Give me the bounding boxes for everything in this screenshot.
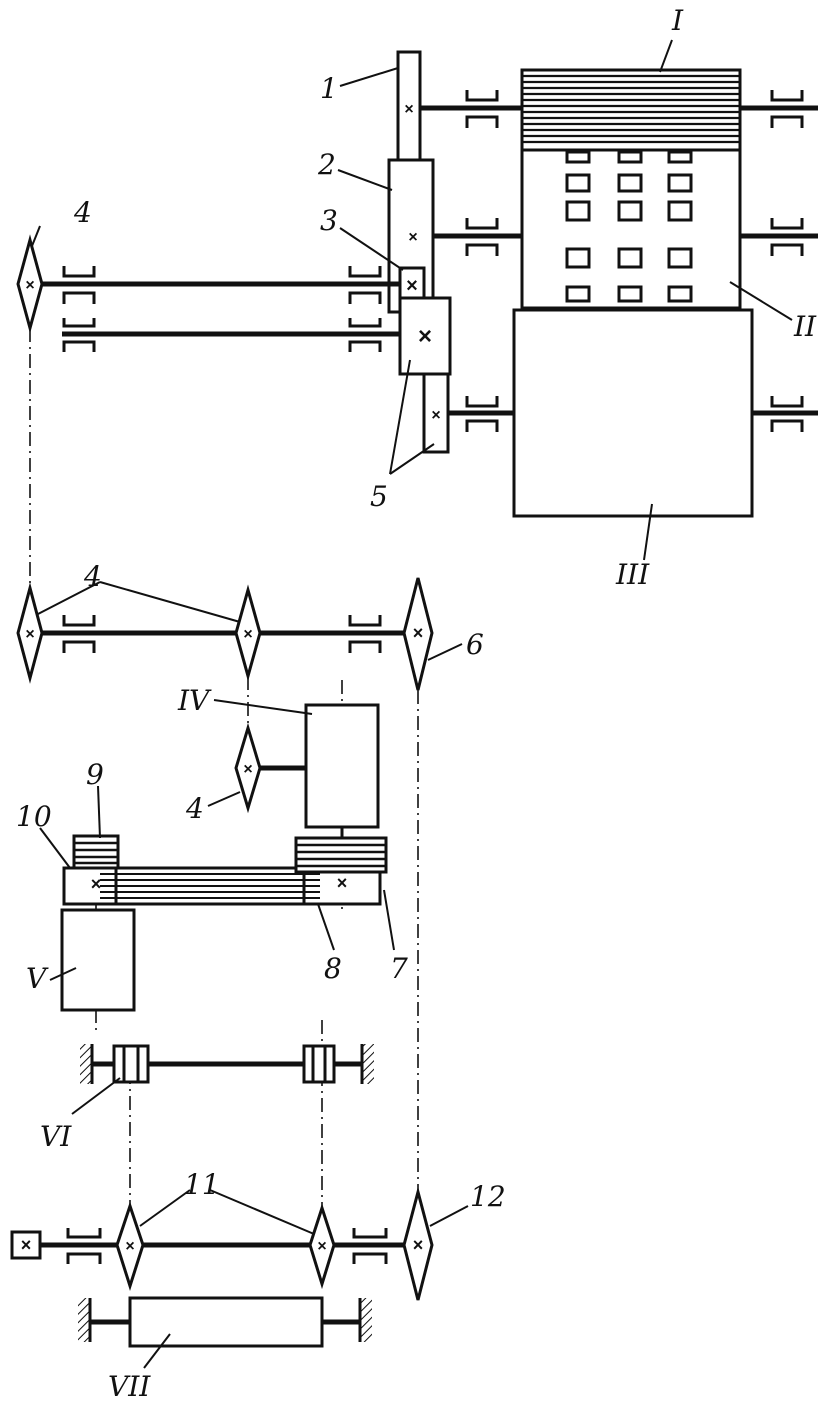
- roll-shafts: [418, 105, 818, 416]
- roll-I: [520, 68, 742, 152]
- svg-text:×: ×: [418, 323, 432, 350]
- svg-text:×: ×: [25, 277, 34, 294]
- gear-3: ×: [398, 266, 426, 302]
- svg-text:×: ×: [406, 275, 418, 297]
- sprocket-4-middle-right: ×: [234, 584, 262, 682]
- sprocket-4-lower: ×: [234, 722, 262, 814]
- svg-text:×: ×: [413, 623, 424, 643]
- upper-left-shafts: [40, 281, 400, 337]
- bearing-symbols-middle: [62, 615, 382, 653]
- sprocket-4-top: ×: [16, 234, 44, 334]
- pulley-7: [294, 836, 388, 874]
- gear-5-small: ×: [422, 372, 450, 454]
- svg-text:×: ×: [337, 873, 348, 893]
- gear-5-large: ×: [398, 296, 452, 376]
- gear-1: ×: [396, 50, 422, 164]
- pulley-9: [72, 834, 120, 870]
- motor-V: [60, 908, 136, 1012]
- roll-II: [520, 148, 742, 310]
- svg-text:×: ×: [404, 101, 413, 118]
- roll-III: [512, 308, 754, 518]
- svg-text:×: ×: [408, 229, 417, 246]
- svg-text:×: ×: [25, 626, 34, 643]
- unit-VI: [80, 1044, 374, 1084]
- svg-text:×: ×: [91, 874, 102, 894]
- bearing-symbols-upper-left: [62, 266, 382, 352]
- svg-text:×: ×: [431, 407, 440, 424]
- pulley-10: ×: [62, 866, 118, 906]
- sprocket-6: ×: [402, 577, 434, 691]
- unit-IV: [258, 703, 380, 829]
- bearing-symbols-rolls: [465, 90, 804, 432]
- svg-text:×: ×: [243, 761, 252, 778]
- sprocket-4-middle-left: ×: [16, 582, 44, 684]
- pulley-8: ×: [302, 870, 382, 906]
- svg-text:×: ×: [243, 626, 252, 643]
